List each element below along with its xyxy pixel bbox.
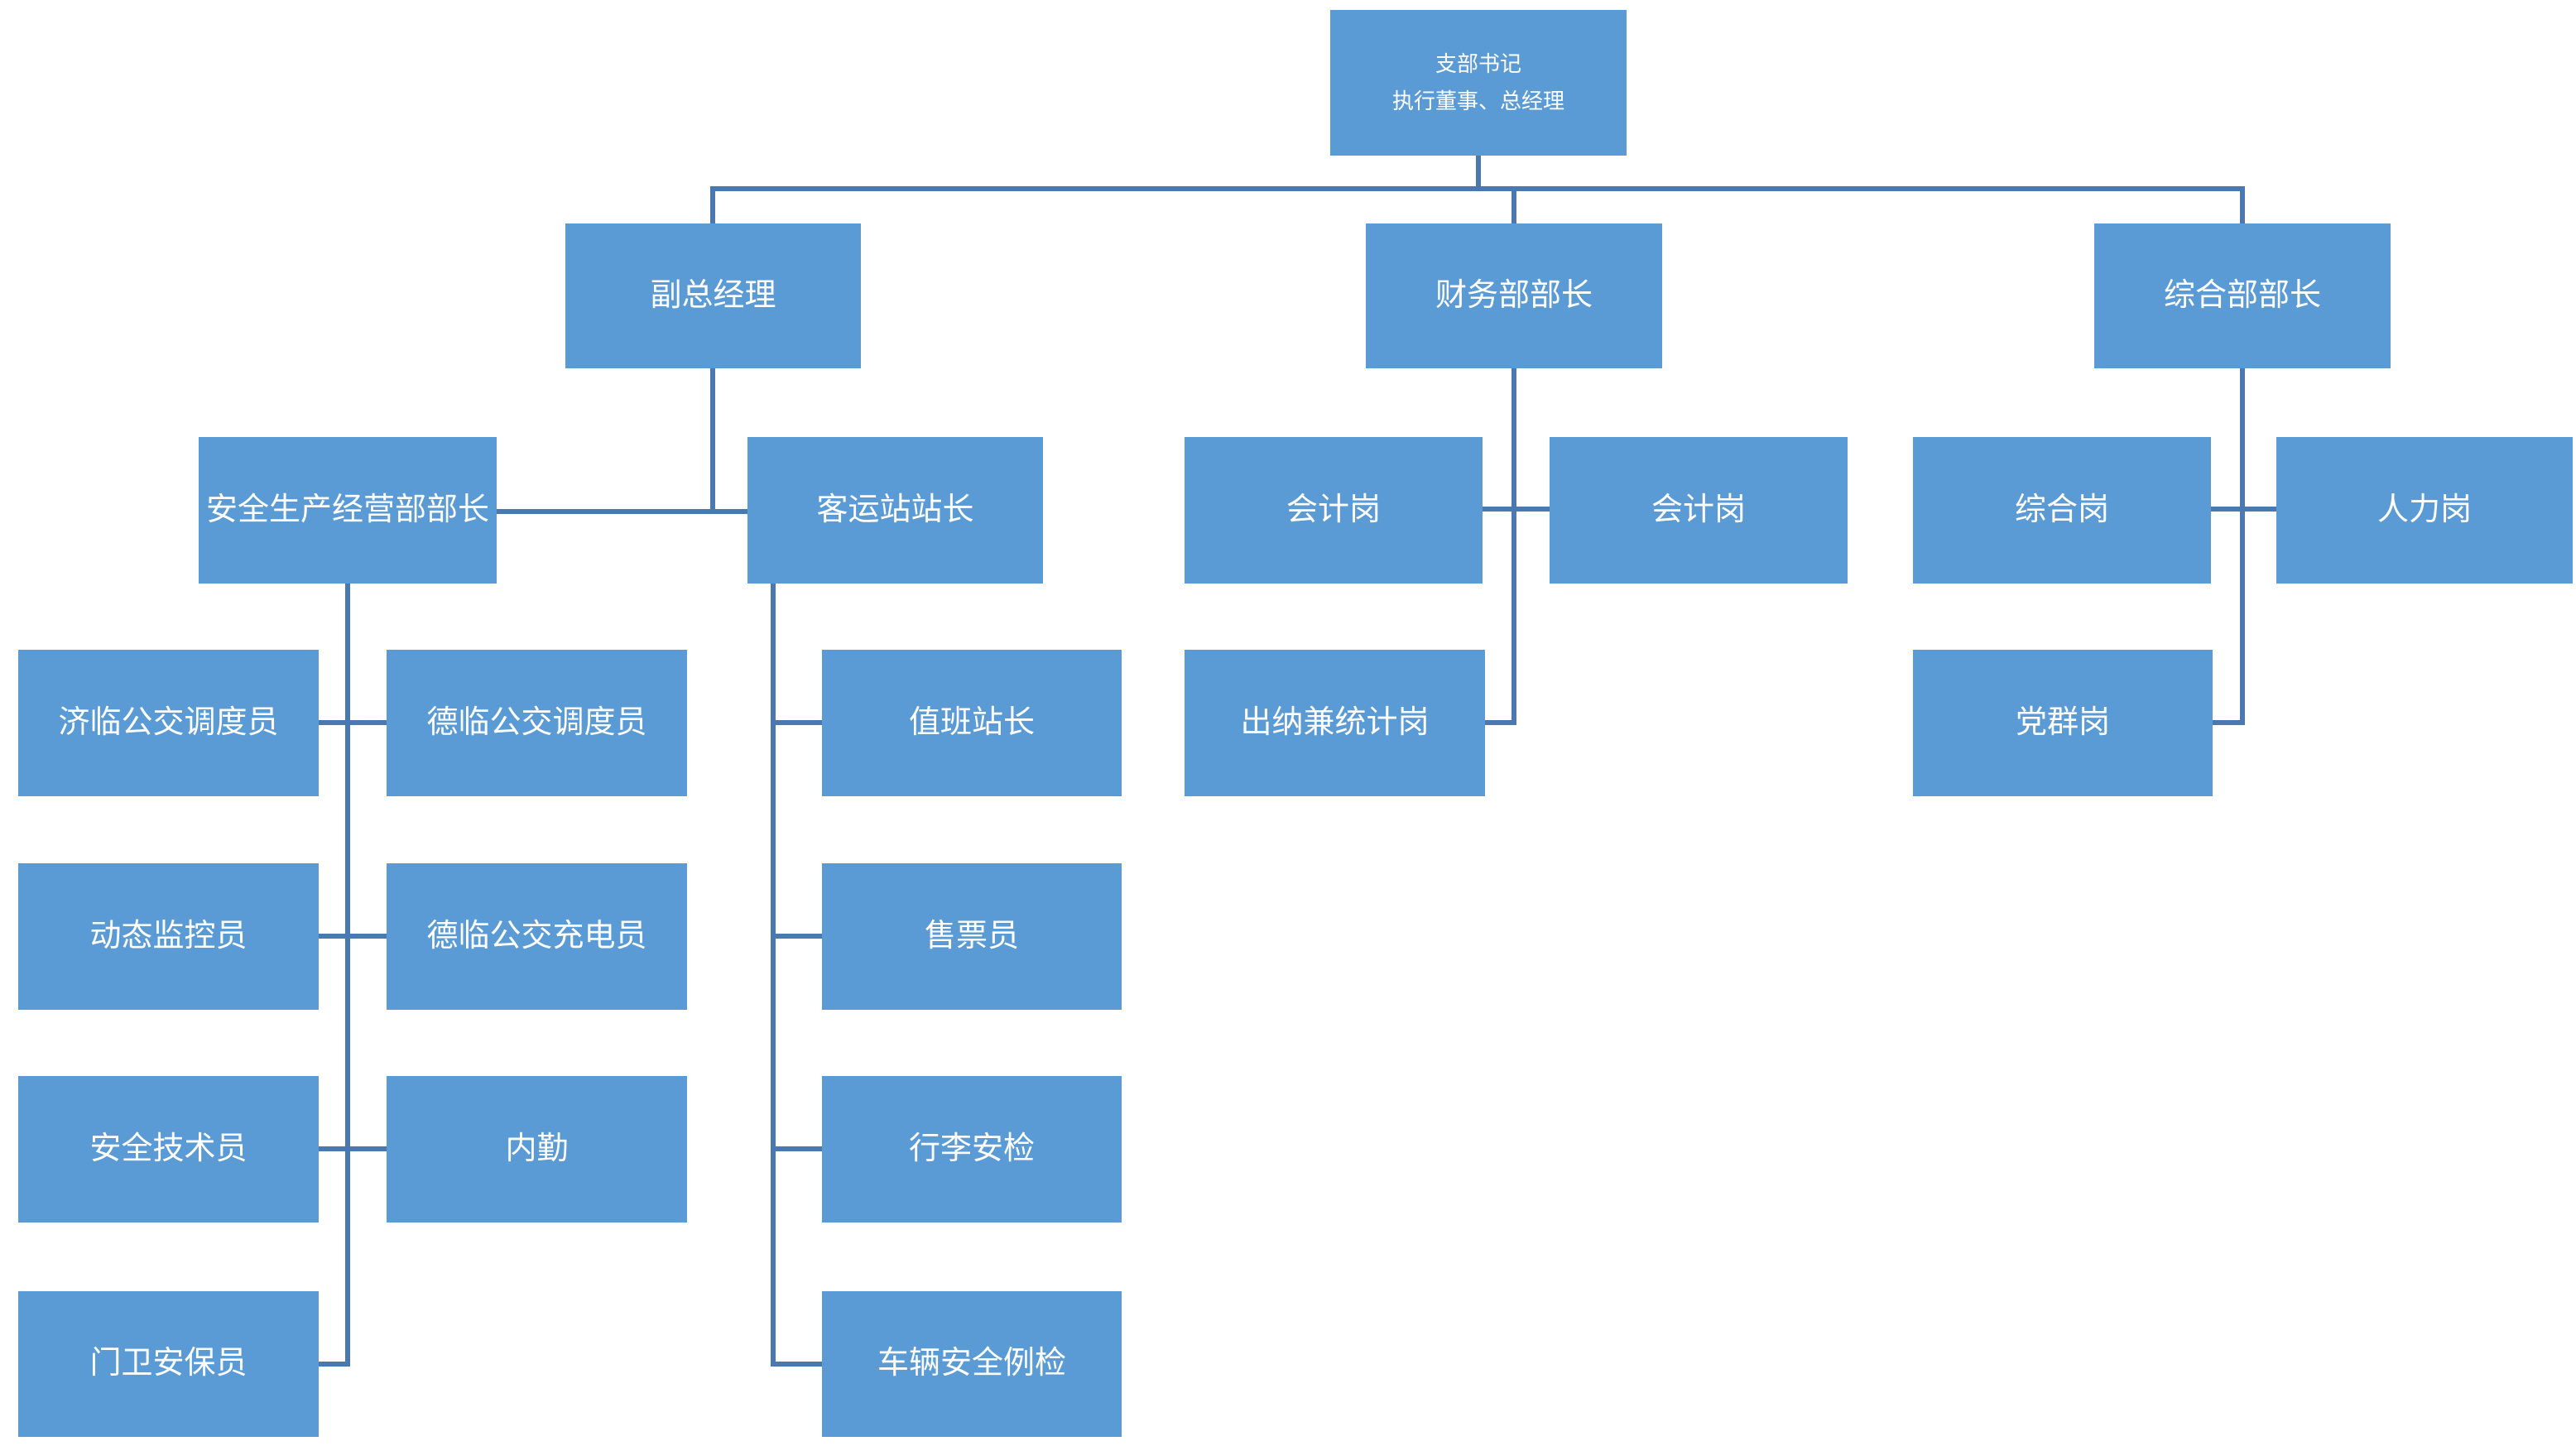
connector-finance-drop: [1511, 191, 1516, 223]
org-node-branch-secretary[interactable]: 支部书记 执行董事、总经理: [1330, 10, 1627, 156]
org-node-luggage-security-check[interactable]: 行李安检: [822, 1076, 1122, 1223]
connector-general-drop: [2240, 191, 2245, 223]
org-node-hr-post[interactable]: 人力岗: [2276, 437, 2573, 584]
org-node-branch-secretary-line1: 支部书记: [1435, 50, 1521, 76]
org-node-dynamic-monitor[interactable]: 动态监控员: [18, 863, 319, 1010]
org-node-delin-bus-dispatcher[interactable]: 德临公交调度员: [387, 650, 687, 796]
org-node-cashier-statistics-post[interactable]: 出纳兼统计岗: [1185, 650, 1485, 796]
connector-stub-ticket-seller: [776, 934, 822, 939]
org-node-finance-dept-head[interactable]: 财务部部长: [1366, 223, 1662, 368]
connector-stub-gate-guard: [319, 1362, 350, 1367]
connector-safety-station-link: [497, 509, 747, 514]
connector-station-spine: [771, 584, 776, 1367]
org-node-vehicle-safety-inspection[interactable]: 车辆安全例检: [822, 1291, 1122, 1437]
connector-stub-duty-master: [776, 720, 822, 725]
org-node-vice-general-manager[interactable]: 副总经理: [565, 223, 861, 368]
connector-vice-gm-drop: [710, 191, 715, 223]
connector-stub-luggage-check: [776, 1146, 822, 1151]
org-node-internal-clerk[interactable]: 内勤: [387, 1076, 687, 1223]
connector-general-spine: [2240, 368, 2245, 725]
connector-level2-rail: [710, 186, 2245, 191]
org-node-passenger-station-master[interactable]: 客运站站长: [747, 437, 1043, 584]
connector-safety-spine: [345, 584, 350, 1367]
org-node-accounting-post-2[interactable]: 会计岗: [1550, 437, 1848, 584]
org-node-party-mass-post[interactable]: 党群岗: [1913, 650, 2213, 796]
org-node-accounting-post-1[interactable]: 会计岗: [1185, 437, 1483, 584]
connector-stub-party-mass: [2213, 720, 2245, 725]
org-node-general-affairs-post[interactable]: 综合岗: [1913, 437, 2211, 584]
connector-stub-accounting: [1483, 507, 1550, 512]
org-node-branch-secretary-line2: 执行董事、总经理: [1391, 89, 1564, 113]
connector-stub-technician-clerk: [319, 1146, 387, 1151]
connector-vice-gm-down: [710, 368, 715, 514]
connector-finance-spine: [1511, 368, 1516, 725]
connector-stub-monitor-charger: [319, 934, 387, 939]
org-node-general-dept-head[interactable]: 综合部部长: [2094, 223, 2391, 368]
org-node-duty-station-master[interactable]: 值班站长: [822, 650, 1122, 796]
org-node-delin-bus-charger[interactable]: 德临公交充电员: [387, 863, 687, 1010]
org-node-safety-production-ops-head[interactable]: 安全生产经营部部长: [199, 437, 497, 584]
connector-stub-cashier: [1485, 720, 1516, 725]
org-node-safety-technician[interactable]: 安全技术员: [18, 1076, 319, 1223]
connector-stub-general-hr: [2211, 507, 2276, 512]
org-node-jilin-bus-dispatcher[interactable]: 济临公交调度员: [18, 650, 319, 796]
org-node-gate-security-guard[interactable]: 门卫安保员: [18, 1291, 319, 1437]
connector-root-drop: [1476, 156, 1481, 191]
org-node-ticket-seller[interactable]: 售票员: [822, 863, 1122, 1010]
connector-stub-dispatchers: [319, 720, 387, 725]
connector-stub-vehicle-inspection: [776, 1362, 822, 1367]
